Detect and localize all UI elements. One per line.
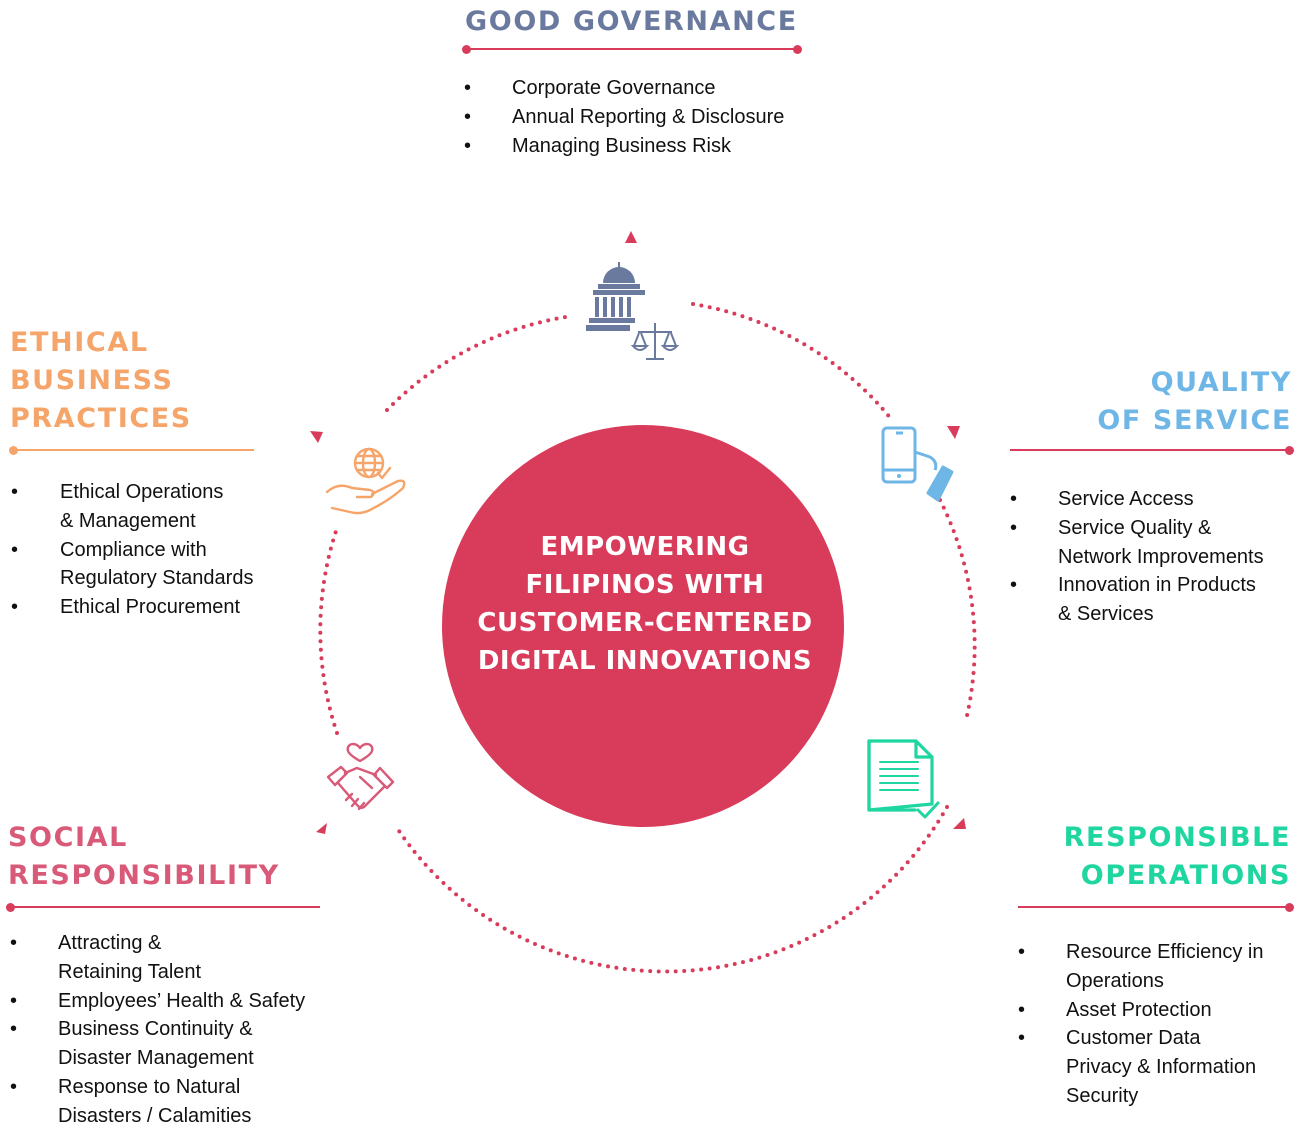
list-item: Service Access (1010, 485, 1264, 514)
list-item: Attracting & Retaining Talent (10, 929, 305, 987)
ring-segment-top-right (691, 302, 894, 422)
list-item: Compliance with Regulatory Standards (11, 536, 253, 594)
center-line: EMPOWERING (540, 532, 750, 562)
rule-dot (462, 44, 471, 54)
social-list: Attracting & Retaining Talent Employees’… (10, 929, 305, 1131)
handshake-heart-icon (326, 742, 395, 811)
ring-segment-bottom (395, 805, 949, 974)
list-item: Corporate Governance (464, 74, 784, 103)
list-item: Asset Protection (1018, 996, 1264, 1025)
list-item: Ethical Operations & Management (11, 478, 253, 536)
list-item: Ethical Procurement (11, 593, 253, 622)
arrow-left-upper (310, 431, 323, 443)
governance-list: Corporate Governance Annual Reporting & … (464, 74, 784, 160)
dotted-ring (318, 302, 977, 974)
ethical-list: Ethical Operations & Management Complian… (11, 478, 253, 622)
quality-title: QUALITY OF SERVICE (1097, 367, 1292, 436)
ring-segment-left (318, 529, 339, 735)
rule-dot (1285, 445, 1294, 455)
list-item: Innovation in Products & Services (1010, 571, 1264, 629)
list-item: Response to Natural Disasters / Calamiti… (10, 1073, 305, 1131)
governance-title: GOOD GOVERNANCE (465, 6, 798, 37)
arrow-top (625, 231, 637, 243)
list-item: Resource Efficiency in Operations (1018, 938, 1264, 996)
arrow-right-upper (947, 426, 960, 439)
document-check-icon (867, 739, 940, 819)
ring-segment-right (938, 498, 977, 722)
ring-segment-top-left (385, 315, 568, 412)
center-statement: EMPOWERING FILIPINOS WITH CUSTOMER-CENTE… (450, 528, 840, 680)
list-item: Business Continuity & Disaster Managemen… (10, 1015, 305, 1073)
arrow-left-lower (316, 823, 327, 834)
rule-dot (1285, 902, 1294, 912)
rule-dot (793, 44, 802, 54)
capitol-scales-icon (586, 262, 680, 360)
center-line: DIGITAL INNOVATIONS (477, 646, 813, 676)
center-circle (442, 425, 844, 827)
social-rule (6, 902, 320, 912)
quality-rule (1010, 445, 1294, 455)
list-item: Managing Business Risk (464, 132, 784, 161)
list-item: Customer Data Privacy & Information Secu… (1018, 1024, 1264, 1110)
operations-list: Resource Efficiency in Operations Asset … (1018, 938, 1264, 1111)
governance-rule (462, 44, 802, 54)
center-line: FILIPINOS WITH (525, 570, 765, 600)
list-item: Service Quality & Network Improvements (1010, 514, 1264, 572)
list-item: Employees’ Health & Safety (10, 987, 305, 1016)
center-line: CUSTOMER-CENTERED (477, 608, 813, 638)
ethical-rule (9, 445, 254, 455)
operations-rule (1018, 902, 1294, 912)
phone-hand-icon (881, 426, 954, 502)
ring-arrows (310, 231, 966, 834)
list-item: Annual Reporting & Disclosure (464, 103, 784, 132)
rule-dot (6, 902, 15, 912)
globe-hand-icon (325, 447, 406, 515)
arrow-right-lower (953, 818, 966, 829)
quality-list: Service Access Service Quality & Network… (1010, 485, 1264, 629)
operations-title: RESPONSIBLE OPERATIONS (1063, 822, 1291, 891)
ethical-title: ETHICAL BUSINESS PRACTICES (10, 327, 192, 434)
rule-dot (9, 445, 18, 455)
social-title: SOCIAL RESPONSIBILITY (8, 822, 280, 891)
